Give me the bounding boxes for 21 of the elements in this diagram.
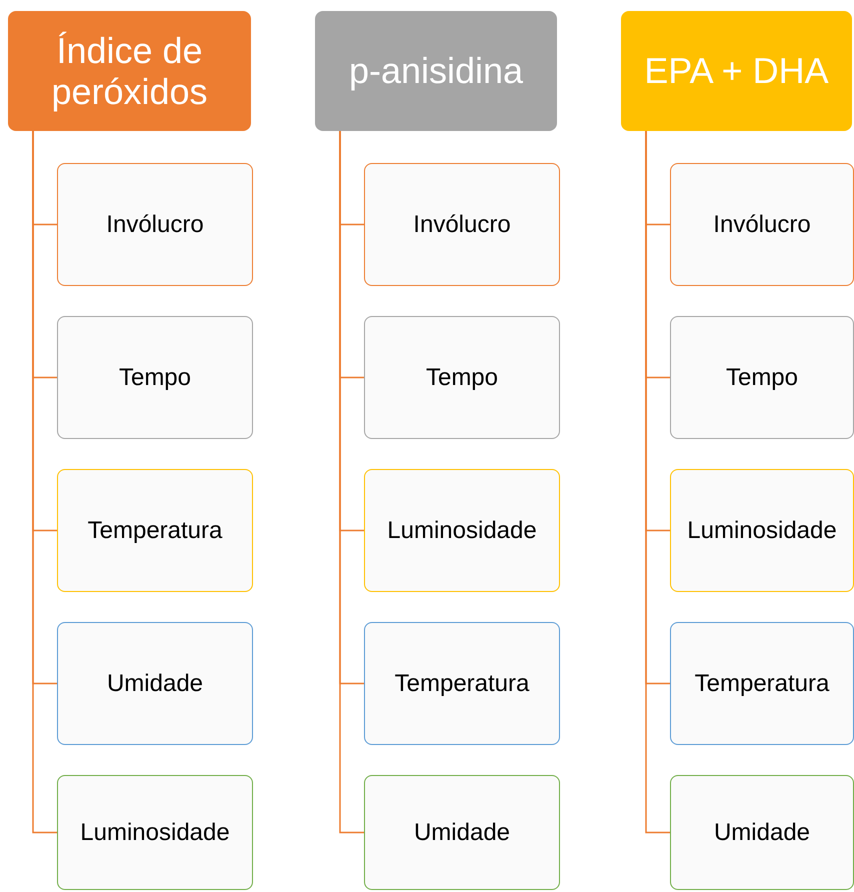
factor-box: Tempo	[57, 316, 253, 439]
factor-box: Temperatura	[364, 622, 560, 745]
factor-box: Invólucro	[670, 163, 854, 286]
factor-box: Luminosidade	[57, 775, 253, 890]
category-header: Índice de peróxidos	[8, 11, 251, 131]
category-header: EPA + DHA	[621, 11, 852, 131]
factor-box: Umidade	[57, 622, 253, 745]
connector-line	[645, 131, 670, 834]
factor-box: Invólucro	[364, 163, 560, 286]
factor-box: Luminosidade	[670, 469, 854, 592]
factor-box: Umidade	[670, 775, 854, 890]
factor-box: Luminosidade	[364, 469, 560, 592]
connector-line	[32, 131, 57, 834]
factor-box: Tempo	[364, 316, 560, 439]
factor-box: Invólucro	[57, 163, 253, 286]
factor-box: Umidade	[364, 775, 560, 890]
factor-box: Temperatura	[670, 622, 854, 745]
factor-box: Temperatura	[57, 469, 253, 592]
category-header: p-anisidina	[315, 11, 557, 131]
connector-line	[339, 131, 364, 834]
factor-box: Tempo	[670, 316, 854, 439]
